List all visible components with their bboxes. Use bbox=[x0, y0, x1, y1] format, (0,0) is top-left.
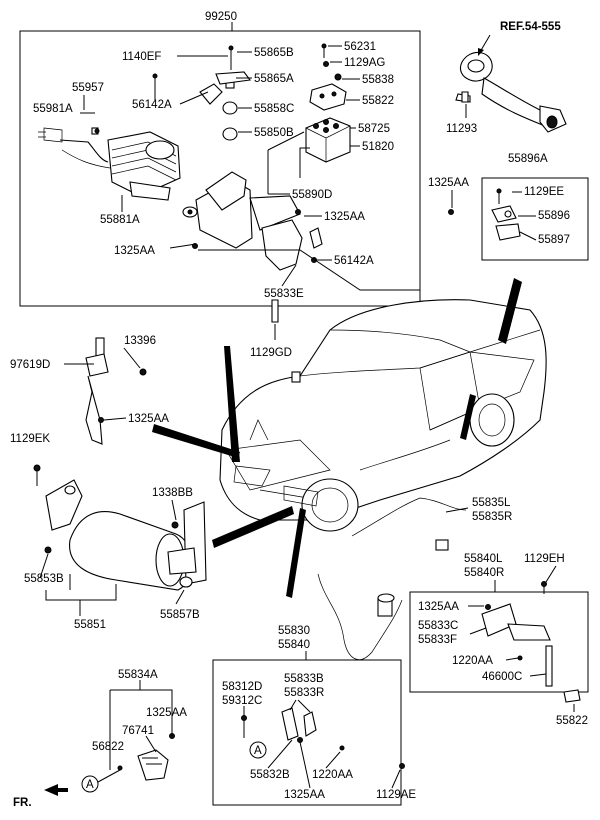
label-1129EE: 1129EE bbox=[524, 186, 564, 198]
label-1325AA-6: 1325AA bbox=[146, 707, 187, 719]
label-55833R: 55833R bbox=[284, 687, 324, 699]
label-55850B: 55850B bbox=[254, 127, 294, 139]
label-97619D: 97619D bbox=[10, 359, 50, 371]
label-55897: 55897 bbox=[538, 234, 570, 246]
label-1325AA-4: 1325AA bbox=[128, 413, 169, 425]
height-sensor-front bbox=[85, 337, 147, 445]
label-55840L: 55840L bbox=[464, 553, 503, 565]
pointer-wedges bbox=[152, 278, 522, 598]
circle-a-marker-2: A bbox=[81, 775, 99, 793]
svg-text:A: A bbox=[254, 745, 262, 757]
fasteners bbox=[94, 43, 469, 323]
label-55890D: 55890D bbox=[292, 189, 332, 201]
front-height-sensor-assy bbox=[241, 707, 405, 769]
label-46600C: 46600C bbox=[482, 671, 522, 683]
damper-plate bbox=[309, 83, 347, 111]
rear-sensor-group-frame bbox=[409, 591, 589, 693]
solenoid-box-bracket bbox=[299, 147, 310, 178]
rear-height-sensor bbox=[481, 603, 553, 687]
front-sensor-group-frame bbox=[212, 659, 402, 806]
label-1129AE: 1129AE bbox=[376, 789, 416, 801]
label-1325AA-3: 1325AA bbox=[114, 245, 155, 257]
label-1325AA-5: 1325AA bbox=[418, 601, 459, 613]
label-55840: 55840 bbox=[278, 639, 310, 651]
circle-a-marker-1: A bbox=[249, 741, 267, 759]
label-51820: 51820 bbox=[362, 141, 394, 153]
svg-text:A: A bbox=[86, 779, 94, 791]
label-55981A: 55981A bbox=[33, 103, 73, 115]
label-1129GD: 1129GD bbox=[250, 347, 292, 359]
label-1220AA-2: 1220AA bbox=[312, 769, 353, 781]
label-56822: 56822 bbox=[92, 741, 124, 753]
label-11293: 11293 bbox=[446, 123, 477, 135]
label-1129AG: 1129AG bbox=[344, 57, 385, 69]
label-55865B: 55865B bbox=[254, 47, 294, 59]
label-55835R: 55835R bbox=[472, 511, 512, 523]
label-1338BB: 1338BB bbox=[152, 487, 193, 499]
label-56142A-2: 56142A bbox=[334, 255, 374, 267]
leaders-top bbox=[80, 45, 420, 291]
bolt-56822 bbox=[563, 689, 581, 703]
label-76741: 76741 bbox=[122, 725, 154, 737]
wheel-sensor-harness bbox=[317, 497, 547, 660]
label-55858C: 55858C bbox=[254, 103, 294, 115]
leveling-valve bbox=[491, 188, 521, 241]
svg-text:FR.: FR. bbox=[13, 797, 32, 809]
front-direction-arrow: FR. bbox=[13, 784, 68, 809]
air-compressor bbox=[38, 127, 181, 201]
label-58312D: 58312D bbox=[222, 681, 262, 693]
label-1140EF: 1140EF bbox=[122, 51, 161, 63]
label-99250: 99250 bbox=[205, 11, 237, 23]
label-55857B: 55857B bbox=[160, 609, 200, 621]
car-illustration bbox=[219, 299, 547, 532]
a-marker-leader bbox=[97, 769, 121, 783]
label-55835L: 55835L bbox=[472, 497, 511, 509]
label-58725: 58725 bbox=[358, 123, 390, 135]
label-55833C: 55833C bbox=[418, 620, 458, 632]
valve-group-frame bbox=[481, 177, 589, 261]
label-55833E: 55833E bbox=[264, 288, 304, 300]
label-55822: 55822 bbox=[362, 95, 394, 107]
label-55865A: 55865A bbox=[254, 73, 294, 85]
air-reservoir bbox=[44, 479, 207, 591]
label-13396: 13396 bbox=[124, 335, 156, 347]
label-59312C: 59312C bbox=[222, 695, 262, 707]
label-ref-54-555: REF.54-555 bbox=[500, 21, 561, 33]
label-55822-b: 55822 bbox=[556, 715, 588, 727]
label-55838: 55838 bbox=[362, 74, 394, 86]
label-55832B: 55832B bbox=[250, 769, 290, 781]
label-55881A: 55881A bbox=[100, 214, 140, 226]
label-55896: 55896 bbox=[538, 210, 570, 222]
label-1325AA-1: 1325AA bbox=[428, 177, 469, 189]
label-1325AA-2: 1325AA bbox=[324, 211, 365, 223]
ref-control-arm bbox=[455, 51, 567, 133]
label-1220AA-1: 1220AA bbox=[452, 655, 493, 667]
solenoid-block bbox=[305, 117, 351, 163]
label-55833B: 55833B bbox=[284, 673, 324, 685]
label-56231: 56231 bbox=[344, 41, 376, 53]
label-55834A: 55834A bbox=[118, 669, 158, 681]
label-1129EH: 1129EH bbox=[524, 553, 565, 565]
leaders-bottom bbox=[39, 104, 575, 789]
compressor-bracket bbox=[182, 171, 323, 271]
label-1129EK: 1129EK bbox=[10, 433, 50, 445]
sensor-bracket-55834A bbox=[109, 690, 175, 781]
label-56142A-1: 56142A bbox=[132, 99, 172, 111]
label-55851: 55851 bbox=[74, 619, 106, 631]
label-55830: 55830 bbox=[278, 625, 310, 637]
label-55957: 55957 bbox=[72, 82, 104, 94]
label-55853B: 55853B bbox=[24, 573, 64, 585]
label-1325AA-7: 1325AA bbox=[284, 789, 325, 801]
label-55896A: 55896A bbox=[508, 153, 548, 165]
mount-insulators bbox=[199, 71, 252, 141]
label-55833F: 55833F bbox=[418, 634, 457, 646]
label-55840R: 55840R bbox=[464, 567, 504, 579]
